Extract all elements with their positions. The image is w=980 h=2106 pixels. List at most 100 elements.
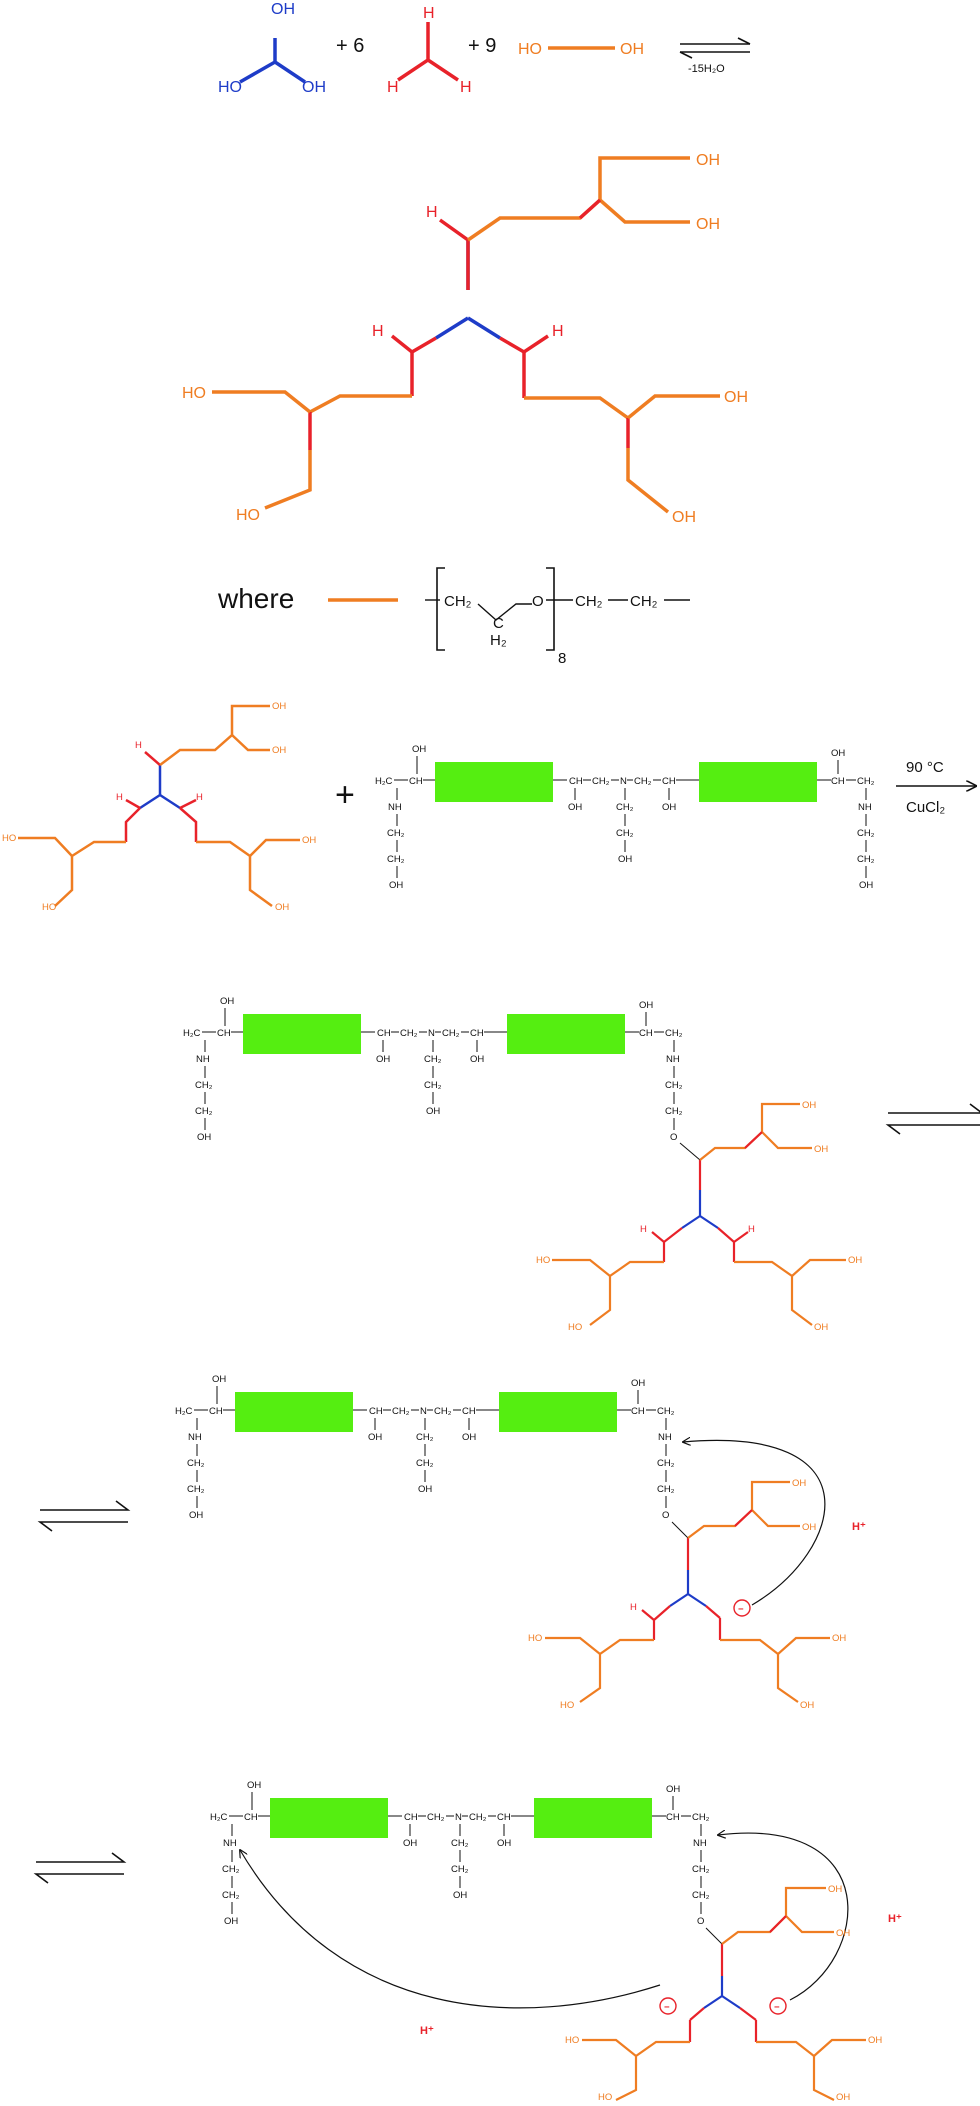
nh-label: NH	[188, 1432, 202, 1443]
oh-label: OH	[802, 1522, 816, 1533]
oh-label: OH	[828, 1884, 842, 1895]
ch-label: CH	[831, 776, 845, 787]
ch-label: CH	[209, 1406, 223, 1417]
oh-label: OH	[792, 1478, 806, 1489]
ch-label: CH	[369, 1406, 383, 1417]
c-label: C	[493, 615, 504, 632]
ho-label: HO	[182, 385, 206, 402]
repeat-count: 8	[558, 650, 566, 667]
oh-label: OH	[389, 880, 403, 891]
ch2-label: CH₂	[692, 1864, 710, 1875]
oh-label: OH	[189, 1510, 203, 1521]
ch2-label: CH₂	[692, 1812, 710, 1823]
proton-label: H⁺	[888, 1913, 902, 1925]
ho-label: HO	[218, 79, 242, 96]
oh-label: OH	[814, 1322, 828, 1333]
ho-label: HO	[560, 1700, 574, 1711]
ch2-label: CH₂	[857, 854, 875, 865]
proton-label: H⁺	[420, 2025, 434, 2037]
polymer-block	[699, 762, 817, 802]
nh-label: NH	[693, 1838, 707, 1849]
ch2-label: CH₂	[387, 828, 405, 839]
oh-label: OH	[672, 509, 696, 526]
h-label: H	[460, 79, 472, 96]
ch2-label: CH₂	[857, 828, 875, 839]
polymer-block	[243, 1014, 361, 1054]
nh-label: NH	[223, 1838, 237, 1849]
oh-label: OH	[412, 744, 426, 755]
ch2-label: CH₂	[392, 1406, 410, 1417]
ch2-label: CH₂	[444, 593, 472, 610]
negative-charge-icon	[659, 1997, 677, 2015]
oh-label: OH	[631, 1378, 645, 1389]
ch2-label: CH₂	[630, 593, 658, 610]
oh-label: OH	[224, 1916, 238, 1927]
ch2-label: CH₂	[657, 1484, 675, 1495]
oh-label: OH	[271, 1, 295, 18]
oh-label: OH	[497, 1838, 511, 1849]
ch2-label: CH₂	[665, 1080, 683, 1091]
proton-transfer-arrow	[683, 1440, 826, 1606]
oh-label: OH	[462, 1432, 476, 1443]
h-label: H	[372, 323, 384, 340]
h-label: H	[135, 740, 142, 751]
stoich-plus-9: + 9	[468, 35, 496, 57]
negative-charge-icon	[769, 1997, 787, 2015]
ch2-label: CH₂	[427, 1812, 445, 1823]
grafted-star: OH OH H H HO HO OH OH	[536, 1100, 862, 1333]
polymer-block	[507, 1014, 625, 1054]
negative-charge-icon	[733, 1599, 751, 1617]
ho-label: HO	[568, 1322, 582, 1333]
peg-legend: where CH₂ C H₂ O 8 CH₂ CH₂	[217, 567, 690, 667]
n-label: N	[620, 776, 627, 787]
methane-reactant: H H H	[387, 5, 472, 96]
n-label: N	[428, 1028, 435, 1039]
oh-label: OH	[453, 1890, 467, 1901]
oh-label: OH	[426, 1106, 440, 1117]
h-label: H	[426, 204, 438, 221]
h-label: H	[748, 1224, 755, 1235]
oh-label: OH	[568, 802, 582, 813]
n-label: N	[420, 1406, 427, 1417]
catalyst-label: CuCl₂	[906, 799, 945, 816]
intermediate-one-star: − H⁺ OH OH H HO HO OH OH	[528, 1440, 866, 1711]
h2c-label: H₂C	[375, 776, 393, 787]
ch2-label: CH₂	[665, 1106, 683, 1117]
ch-label: CH	[662, 776, 676, 787]
ch2-label: CH₂	[424, 1080, 442, 1091]
oh-label: OH	[639, 1000, 653, 1011]
o-label: O	[670, 1132, 677, 1143]
ch2-label: CH₂	[469, 1812, 487, 1823]
temperature-label: 90 °C	[906, 759, 944, 776]
minus-sign: −	[738, 1604, 744, 1615]
ch-label: CH	[217, 1028, 231, 1039]
ch2-label: CH₂	[857, 776, 875, 787]
water-loss-label: -15H₂O	[688, 63, 725, 75]
oh-label: OH	[848, 1255, 862, 1266]
oh-label: OH	[620, 41, 644, 58]
ho-label: HO	[2, 833, 16, 844]
polymer-block	[435, 762, 553, 802]
oh-label: OH	[368, 1432, 382, 1443]
ch2-label: CH₂	[195, 1106, 213, 1117]
ch2-label: CH₂	[451, 1838, 469, 1849]
ho-label: HO	[528, 1633, 542, 1644]
stoich-plus-6: + 6	[336, 35, 364, 57]
ch-label: CH	[569, 776, 583, 787]
oh-label: OH	[272, 701, 286, 712]
small-star-reactant: OH OH H H H HO HO OH OH	[2, 701, 316, 913]
ch-label: CH	[666, 1812, 680, 1823]
oh-label: OH	[403, 1838, 417, 1849]
ch-label: CH	[497, 1812, 511, 1823]
equilibrium-arrow	[37, 1500, 131, 1532]
oh-label: OH	[800, 1700, 814, 1711]
proton-label: H⁺	[852, 1521, 866, 1533]
oh-label: OH	[376, 1054, 390, 1065]
glycerol-reactant: OH HO OH	[218, 1, 326, 96]
ch2-label: CH₂	[400, 1028, 418, 1039]
h-label: H	[552, 323, 564, 340]
oh-label: OH	[696, 216, 720, 233]
ho-label: HO	[536, 1255, 550, 1266]
equilibrium-arrow	[885, 1103, 980, 1135]
